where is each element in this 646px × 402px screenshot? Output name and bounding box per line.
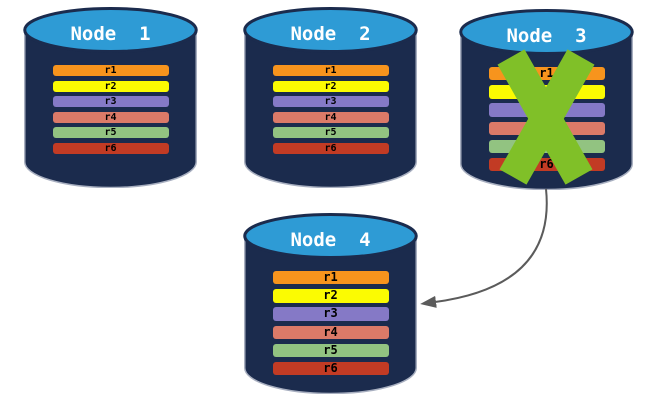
row-r4: r4 xyxy=(272,111,389,123)
node-4-title: Node 4 xyxy=(290,229,371,251)
row-r6: r6 xyxy=(272,361,389,376)
row-r5: r5 xyxy=(272,343,389,358)
node-3-title: Node 3 xyxy=(506,25,587,47)
node-2-rows: r1 r2 r3 r4 r5 r6 xyxy=(272,65,389,154)
row-r2: r2 xyxy=(52,80,169,92)
node-2-title: Node 2 xyxy=(290,23,371,45)
row-r3: r3 xyxy=(272,306,389,321)
cylinder-top xyxy=(243,7,418,53)
replication-arrow-path xyxy=(420,188,548,308)
row-r4: r4 xyxy=(272,325,389,339)
failure-x-stroke xyxy=(499,49,595,185)
node-4-rows: r1 r2 r3 r4 r5 r6 xyxy=(272,270,389,376)
row-r5: r5 xyxy=(52,127,169,139)
node-2: Node 2 r1 r2 r3 r4 r5 r6 xyxy=(243,7,418,188)
row-r1: r1 xyxy=(272,65,389,76)
row-r5: r5 xyxy=(272,127,389,139)
row-r3: r3 xyxy=(52,96,169,108)
node-1-rows: r1 r2 r3 r4 r5 r6 xyxy=(52,65,169,154)
row-r6: r6 xyxy=(272,142,389,154)
row-r4: r4 xyxy=(52,111,169,123)
node-1: Node 1 r1 r2 r3 r4 r5 r6 xyxy=(23,7,198,188)
cylinder-top xyxy=(23,7,198,53)
row-r3: r3 xyxy=(272,96,389,108)
node-4: Node 4 r1 r2 r3 r4 r5 r6 xyxy=(243,213,418,394)
row-r1: r1 xyxy=(272,270,389,285)
row-r1: r1 xyxy=(52,65,169,76)
row-r6: r6 xyxy=(52,142,169,154)
node-3: Node 3 r1 r2 r3 r4 r5 r6 xyxy=(459,9,634,190)
row-r2: r2 xyxy=(272,288,389,303)
node-1-title: Node 1 xyxy=(70,23,151,45)
row-r2: r2 xyxy=(272,80,389,92)
cylinder-top xyxy=(459,9,634,55)
failure-x-icon xyxy=(497,49,595,185)
cylinder-top xyxy=(243,213,418,259)
